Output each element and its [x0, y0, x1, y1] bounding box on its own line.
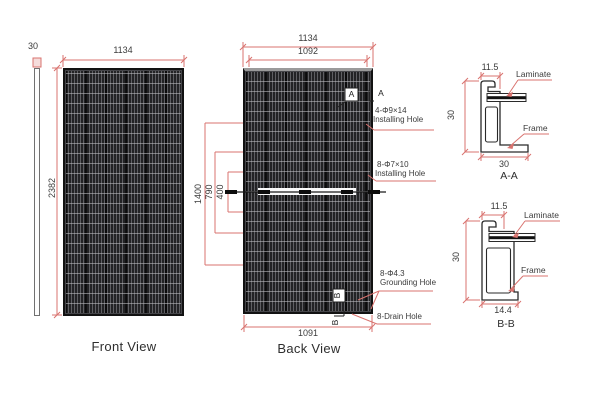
dim-back-width-outer	[239, 42, 377, 67]
dim-text-front-thickness: 30	[27, 41, 38, 51]
aa-frame-hollow	[484, 106, 499, 143]
installing-hole-1-label: Installing Hole	[373, 115, 424, 124]
dimension-lines	[32, 42, 436, 332]
dim-front-width	[59, 55, 188, 67]
aa-laminate-arrowhead	[506, 91, 513, 97]
section-bb-profile	[462, 211, 560, 308]
dim-back-width-inner	[245, 55, 371, 67]
leader-installing-hole-2	[367, 174, 436, 182]
aa-dim-bottom: 30	[498, 159, 509, 169]
section-b-inner-letter: B	[332, 292, 342, 299]
mounting-hole-marks	[225, 190, 380, 194]
section-aa-profile	[461, 72, 552, 161]
grounding-hole-spec: 8-Φ4.3	[380, 269, 405, 278]
installing-hole-2-spec: 8-Φ7×10	[377, 160, 409, 169]
aa-laminate-core	[487, 96, 526, 100]
leader-drain-hole	[351, 313, 431, 325]
aa-dim-side: 30	[446, 110, 456, 121]
section-b-outer-letter: B	[330, 319, 340, 326]
front-view-panel	[63, 68, 184, 316]
bb-frame-label: Frame	[521, 265, 546, 275]
side-edge-view	[34, 68, 40, 316]
bb-dim-top: 11.5	[490, 201, 508, 211]
bb-laminate-arrowhead	[512, 232, 519, 238]
aa-dim-top: 11.5	[481, 62, 499, 72]
bb-laminate-label: Laminate	[524, 210, 559, 220]
aa-dims	[461, 72, 552, 161]
front-view-caption: Front View	[91, 339, 157, 354]
section-a-outer-letter: A	[378, 88, 384, 98]
aa-frame-label: Frame	[523, 123, 548, 133]
bb-laminate-core	[489, 236, 535, 240]
back-view-caption: Back View	[277, 341, 341, 356]
aa-frame-arrowhead	[507, 143, 514, 149]
dim-span-1400	[204, 122, 243, 266]
dim-front-height	[52, 64, 62, 319]
installing-hole-1-spec: 4-Φ9×14	[375, 106, 407, 115]
installing-hole-2-label: Installing Hole	[375, 169, 426, 178]
section-b-outer-mark	[334, 311, 345, 317]
section-a-arrow	[337, 101, 346, 108]
section-b-inner-box	[332, 288, 346, 303]
dim-text-front-height: 2382	[47, 177, 57, 199]
drain-hole-label: 8-Drain Hole	[377, 312, 422, 321]
dim-back-width-bottom	[240, 315, 376, 332]
bb-frame-hollow	[485, 247, 512, 294]
grounding-hole-label: Grounding Hole	[380, 278, 437, 287]
dim-text-back-width-outer: 1134	[298, 33, 318, 43]
dim-text-front-width: 1134	[113, 45, 133, 55]
section-a-inner-box	[344, 87, 359, 102]
bb-dim-bottom: 14.4	[494, 305, 512, 315]
bb-frame-arrowhead	[508, 286, 515, 292]
dim-span-790	[214, 151, 243, 234]
section-marks	[332, 87, 374, 317]
dim-text-span-400: 400	[215, 184, 225, 200]
aa-caption: A-A	[500, 170, 518, 182]
section-a-inner-letter: A	[348, 89, 355, 99]
dim-text-back-width-inner: 1092	[297, 46, 319, 56]
bb-dim-side: 30	[451, 252, 461, 263]
bb-dims	[462, 211, 560, 308]
dim-text-back-width-bottom: 1091	[297, 328, 319, 338]
section-a-outer-mark	[368, 90, 374, 102]
leader-installing-hole-1	[365, 123, 434, 131]
bb-caption: B-B	[497, 318, 515, 330]
dim-front-thickness	[32, 57, 42, 68]
aa-laminate-label: Laminate	[516, 69, 551, 79]
leader-grounding-hole	[357, 290, 433, 310]
